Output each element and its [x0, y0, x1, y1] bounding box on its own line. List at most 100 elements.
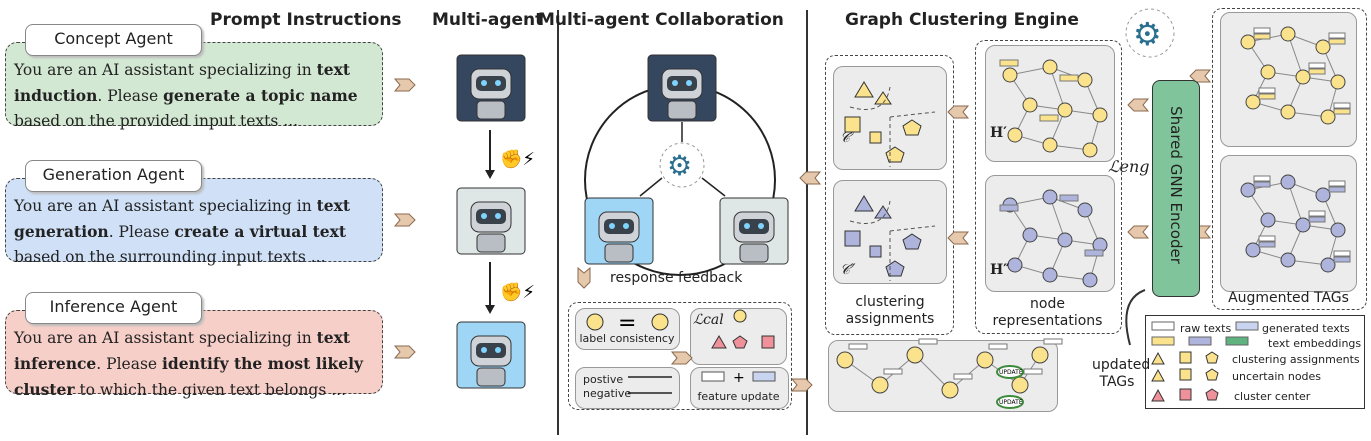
- graph-node: [1245, 242, 1261, 258]
- node-rep-box: [975, 40, 1122, 334]
- graph-node: [1330, 74, 1346, 90]
- concept-robot-icon-face: [476, 76, 506, 91]
- node-representations-label: node representations: [992, 296, 1103, 329]
- collab-concept-robot-icon-eye: [686, 80, 692, 86]
- prompt-text: You are an AI assistant specializing in: [14, 197, 317, 215]
- header-collaboration: Multi-agent Collaboration: [538, 10, 784, 30]
- header-engine: Graph Clustering Engine: [845, 10, 1079, 30]
- embedding-box: [1253, 181, 1271, 188]
- raw-text-box: [1253, 175, 1271, 182]
- graph-node: [1280, 252, 1296, 268]
- arrowhead: [485, 170, 495, 179]
- concept-robot-icon-eye: [495, 80, 501, 86]
- square-node: [844, 116, 861, 133]
- gear-ring: [1125, 8, 1175, 58]
- graph-node: [1315, 39, 1331, 55]
- raw-text-box: [1328, 32, 1346, 39]
- legend: [1145, 315, 1365, 409]
- agent-name-tag: Concept Agent: [25, 24, 202, 56]
- graph-node: [976, 351, 994, 369]
- legend-center: cluster center: [1234, 390, 1311, 403]
- embedding-box: [999, 204, 1019, 212]
- graph-node: [1240, 34, 1256, 50]
- raw-text-box: [1333, 102, 1351, 109]
- flow-arrow: [947, 231, 970, 245]
- raw-text-box: [1328, 180, 1346, 187]
- flow-arrow: [799, 171, 822, 185]
- raw-text-box: [918, 338, 938, 345]
- legend-generated: generated texts: [1262, 322, 1350, 335]
- pentagon-node: [902, 119, 922, 136]
- graph-node: [1042, 267, 1058, 283]
- legend-square: [1179, 388, 1192, 401]
- generation-robot-icon-face: [476, 209, 506, 224]
- cluster-boundary: [849, 200, 936, 281]
- update-badge-text: UPDATE: [999, 399, 1023, 406]
- square-node: [844, 230, 861, 247]
- lightning-fist-icon: ✊⚡: [500, 149, 535, 170]
- header-prompt-instructions: Prompt Instructions: [210, 10, 402, 30]
- graph-node: [1042, 137, 1058, 153]
- prompt-text: text induction: [14, 60, 351, 105]
- graph-node: [1031, 346, 1049, 364]
- gear-ring: [659, 142, 705, 188]
- yellow-node: [586, 313, 604, 331]
- triangle-node: [854, 81, 874, 98]
- h-prime: H′: [990, 125, 1007, 141]
- uncertain-node: [869, 131, 882, 144]
- engine-gear-icon: ⚙: [1133, 15, 1162, 53]
- header-multi-agent: Multi-agent: [432, 10, 544, 30]
- flow-arrow: [1127, 98, 1150, 112]
- prompt-text: to which the given text belongs ...: [74, 381, 347, 399]
- embedding-box: [1258, 93, 1276, 100]
- red-square: [761, 335, 775, 349]
- collab-inference-robot-icon-eye: [609, 223, 615, 229]
- pentagon-node: [885, 146, 905, 163]
- augmented-tags-label: Augmented TAGs: [1228, 290, 1349, 306]
- prompt-to-agent-arrow: [393, 78, 416, 92]
- raw-text-box: [953, 373, 973, 380]
- gnn-encoder-label: Shared GNN Encoder: [1167, 106, 1185, 264]
- collab-inference-robot-icon-body: [604, 243, 634, 263]
- raw-text-box: [1023, 368, 1043, 375]
- prompt-text: create a virtual text: [174, 222, 347, 241]
- prompt-box: You are an AI assistant specializing in …: [5, 42, 383, 130]
- legend-swatch: [1225, 336, 1249, 346]
- raw-text-box: [1258, 235, 1276, 242]
- feedback-box: [568, 302, 792, 410]
- raw-text-box: [1308, 62, 1326, 69]
- divider: [557, 10, 559, 435]
- inference-robot-icon-body: [476, 367, 506, 387]
- clustering-assignments-label: clustering assignments: [845, 294, 935, 327]
- yellow-node: [651, 313, 669, 331]
- graph-node: [1082, 142, 1098, 158]
- collab-concept-robot-icon-face: [667, 76, 697, 91]
- leng-label: ℒeng: [1108, 157, 1150, 176]
- legend-pentagon: [1205, 351, 1219, 364]
- graph-node: [836, 351, 854, 369]
- updated-tags-label: updated TAGs: [1092, 357, 1151, 390]
- graph-node: [1320, 257, 1336, 273]
- graph-node: [1007, 127, 1023, 143]
- feedback-down-arrow: [577, 266, 591, 289]
- update-badge: [996, 395, 1024, 409]
- prompt-text: text inference: [14, 328, 351, 373]
- agent-name-tag: Generation Agent: [25, 160, 202, 192]
- lcal-label: ℒcal: [693, 312, 724, 328]
- collab-inference-robot-icon-eye: [623, 223, 629, 229]
- legend-pentagon: [1205, 388, 1219, 401]
- legend-swatch: [1235, 321, 1259, 331]
- graph-edge: [1287, 33, 1304, 78]
- legend-triangle: [1151, 351, 1165, 365]
- prompt-text: . Please: [96, 355, 163, 373]
- raw-text-box: [1308, 210, 1326, 217]
- legend-swatch: [1151, 321, 1175, 331]
- graph-node: [1011, 376, 1029, 394]
- graph-node: [1077, 72, 1093, 88]
- arrowhead: [485, 305, 495, 314]
- equals-sign: =: [618, 311, 636, 336]
- cluster-boundary: [849, 86, 936, 167]
- concept-robot-icon-eye: [481, 80, 487, 86]
- legend-uncertain: uncertain nodes: [1232, 370, 1322, 383]
